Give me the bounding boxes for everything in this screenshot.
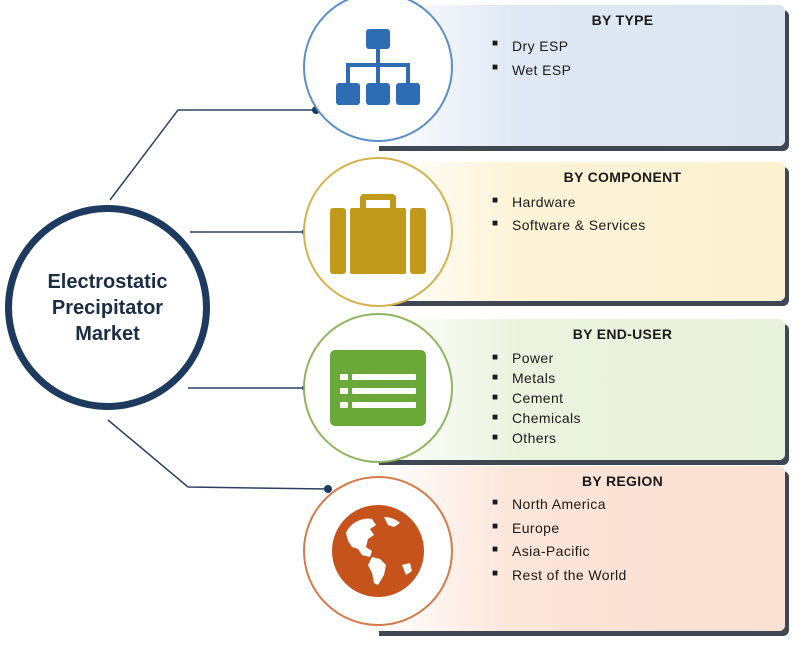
briefcase-icon: [330, 194, 426, 274]
list-item: ■Chemicals: [492, 410, 581, 426]
list-item: ■Hardware: [492, 194, 576, 210]
segment-list-enduser: ■Power ■Metals ■Cement ■Chemicals ■Other…: [460, 348, 785, 448]
hierarchy-icon-circle: [303, 0, 453, 142]
list-document-icon: [330, 350, 426, 426]
list-item: ■Cement: [492, 390, 564, 406]
segment-list-component: ■Hardware ■Software & Services: [460, 191, 785, 237]
segment-title-enduser: BY END-USER: [572, 326, 673, 342]
segment-panel-component: BY COMPONENT ■Hardware ■Software & Servi…: [375, 162, 785, 301]
list-item: ■Power: [492, 350, 554, 366]
segment-list-type: ■Dry ESP ■Wet ESP: [460, 34, 785, 82]
segment-title-component: BY COMPONENT: [563, 169, 682, 185]
list-item: ■Others: [492, 430, 557, 446]
connector-region: [107, 419, 329, 490]
segment-list-region: ■North America ■Europe ■Asia-Pacific ■Re…: [460, 493, 785, 587]
list-item: ■Dry ESP: [492, 38, 569, 54]
hierarchy-icon: [336, 29, 420, 105]
globe-icon: [332, 505, 424, 597]
list-item: ■Wet ESP: [492, 62, 572, 78]
list-item: ■Metals: [492, 370, 556, 386]
segment-title-region: BY REGION: [581, 473, 663, 489]
briefcase-icon-circle: [303, 157, 453, 307]
list-item: ■Rest of the World: [492, 566, 627, 583]
globe-icon-circle: [303, 476, 453, 626]
market-circle: Electrostatic Precipitator Market: [5, 205, 210, 410]
list-item: ■Software & Services: [492, 217, 646, 233]
list-document-icon-circle: [303, 313, 453, 463]
list-item: ■Asia-Pacific: [492, 543, 590, 559]
connector-type: [109, 109, 316, 201]
list-item: ■Europe: [492, 519, 560, 536]
segment-title-type: BY TYPE: [591, 12, 654, 28]
connector-dot-region: [324, 485, 332, 493]
market-title: Electrostatic Precipitator Market: [47, 270, 168, 345]
list-item: ■North America: [492, 496, 606, 512]
